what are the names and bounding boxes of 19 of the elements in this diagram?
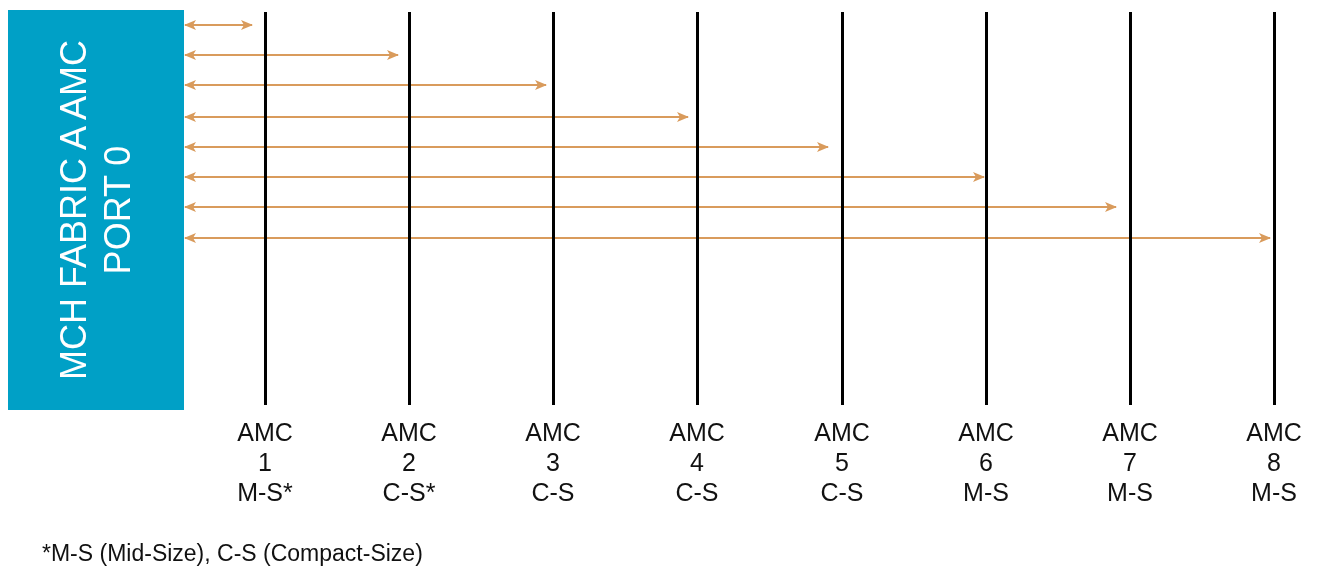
double-arrow <box>184 80 547 90</box>
slot-label: AMC 7 M-S <box>1101 417 1159 507</box>
double-arrow <box>184 172 985 182</box>
slot-label: AMC 5 C-S <box>813 417 871 507</box>
slot-label: AMC 3 C-S <box>524 417 582 507</box>
slot-label: AMC 6 M-S <box>957 417 1015 507</box>
slot-label: AMC 2 C-S* <box>380 417 438 507</box>
fabric-port-box <box>8 10 184 410</box>
double-arrow <box>184 20 253 30</box>
double-arrow <box>184 202 1117 212</box>
caption: *M-S (Mid-Size), C-S (Compact-Size) <box>42 540 423 567</box>
slot-label: AMC 1 M-S* <box>236 417 294 507</box>
slot-label: AMC 8 M-S <box>1245 417 1303 507</box>
double-arrow <box>184 112 689 122</box>
double-arrow <box>184 50 399 60</box>
double-arrow <box>184 142 829 152</box>
double-arrow <box>184 233 1271 243</box>
slot-label: AMC 4 C-S <box>668 417 726 507</box>
port-label: MCH FABRIC A AMC PORT 0 <box>52 38 139 383</box>
